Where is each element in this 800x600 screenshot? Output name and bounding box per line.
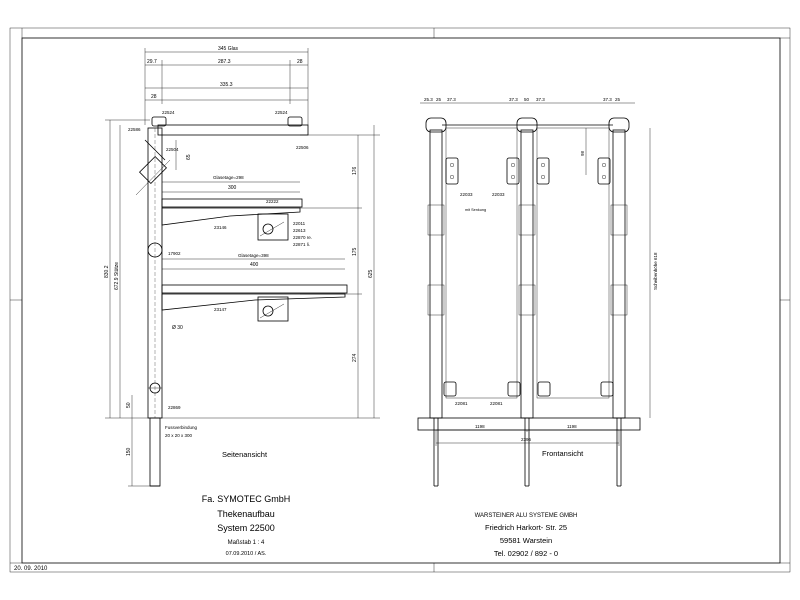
fdim-98: 98	[580, 150, 585, 156]
foot-label-2: 20 x 20 x 300	[165, 433, 193, 438]
dim-glass-width: 345 Glas	[218, 46, 239, 52]
dim-625: 625	[368, 269, 374, 278]
part-22506: 22506	[296, 145, 309, 150]
side-part-numbers: 22524 22524 22586 22506 22504 22222 2201…	[128, 110, 312, 410]
part-22869: 22869	[168, 405, 181, 410]
fdim-37-3-a: 37.3	[447, 97, 456, 102]
part-22613: 22613	[293, 228, 306, 233]
dim-29-7: 29.7	[147, 59, 157, 65]
part-23147: 23147	[214, 307, 227, 312]
side-view: 345 Glas 29.7 287.3 28 335.3 28	[104, 46, 380, 487]
part-22871: 22871 li.	[293, 242, 310, 247]
part-17902: 17902	[168, 251, 181, 256]
front-part-22081-a: 22081	[455, 401, 468, 406]
front-posts	[425, 117, 630, 487]
front-side-dim: Scheibenhöhe 618	[653, 252, 658, 290]
part-22222: 22222	[266, 199, 279, 204]
title-block-right: WARSTEINER ALU SYSTEME GMBH Friedrich Ha…	[475, 513, 578, 558]
part-22524-b: 22524	[275, 110, 288, 115]
tb-r-street: Friedrich Harkort- Str. 25	[485, 523, 567, 532]
side-diameter: Ø 30	[172, 325, 183, 331]
foot-label-1: Fussverbindung	[165, 425, 198, 430]
front-part-22033-b: 22033	[492, 192, 505, 197]
tb-company: Fa. SYMOTEC GmbH	[202, 494, 291, 504]
part-22524-a: 22524	[162, 110, 175, 115]
sheet-frame	[9, 27, 791, 573]
part-22870: 22870 re.	[293, 235, 312, 240]
front-bottom-dimensions: 1198 1198 2396	[435, 424, 620, 446]
front-top-dimensions: 25.3 25 37.3 37.3 50 37.3 37.3 25	[420, 97, 635, 104]
shelf2-label: Glasetage=398	[238, 253, 269, 258]
front-note: mit Senkung	[465, 208, 486, 212]
side-shelf-lower: Glasetage=398 400	[161, 253, 348, 322]
front-glass-panels	[442, 124, 613, 399]
side-shelf-upper: Glasetage=298 300	[161, 175, 303, 241]
part-22504: 22504	[166, 147, 179, 152]
dim-274: 274	[352, 353, 358, 362]
side-top-rail	[135, 116, 309, 196]
front-part-22033-a: 22033	[460, 192, 473, 197]
fdim-37-3-d: 37.3	[603, 97, 612, 102]
dim-150: 150	[126, 447, 132, 456]
fdim-25-b: 25	[615, 97, 621, 102]
fdim-25-3: 25.3	[424, 97, 433, 102]
tb-r-city: 59581 Warstein	[500, 536, 552, 545]
tb-r-phone: Tel. 02902 / 892 - 0	[494, 549, 558, 558]
title-block-left: Fa. SYMOTEC GmbH Thekenaufbau System 225…	[202, 494, 291, 557]
fdim-1198-a: 1198	[475, 424, 485, 429]
fdim-37-3-c: 37.3	[536, 97, 545, 102]
fdim-1198-b: 1198	[567, 424, 577, 429]
front-part-22081-b: 22081	[490, 401, 503, 406]
dim-50: 50	[126, 402, 132, 408]
side-post	[147, 127, 163, 487]
side-vertical-dims-right: 176 175 274 625	[160, 125, 380, 419]
tb-scale: Maßstab 1 : 4	[228, 540, 265, 546]
dim-175: 175	[352, 247, 358, 256]
fdim-25-a: 25	[436, 97, 442, 102]
dim-287-3: 287.3	[218, 59, 231, 65]
dim-672: 672.9 Stütze	[114, 262, 120, 290]
front-view-title: Frontansicht	[542, 449, 584, 458]
shelf1-width: 300	[228, 185, 237, 191]
part-22011: 22011	[293, 221, 306, 226]
fdim-50: 50	[524, 97, 530, 102]
fdim-2396: 2396	[521, 437, 532, 442]
tb-date: 07.09.2010 / AS.	[226, 551, 267, 557]
tb-project: Thekenaufbau	[217, 509, 275, 519]
tb-system: System 22500	[217, 523, 275, 533]
dim-28-b: 28	[151, 94, 157, 100]
dim-176: 176	[352, 166, 358, 175]
side-top-dimensions: 345 Glas 29.7 287.3 28 335.3 28	[144, 46, 309, 125]
fdim-37-3-b: 37.3	[509, 97, 518, 102]
front-view: 25.3 25 37.3 37.3 50 37.3 37.3 25	[417, 97, 658, 487]
side-vertical-dims-left: 830.2 672.9 Stütze 50 150	[104, 119, 150, 487]
part-22586: 22586	[128, 127, 141, 132]
dim-28-a: 28	[297, 59, 303, 65]
dim-830: 830.2	[104, 265, 110, 278]
dim-335-3: 335.3	[220, 82, 233, 88]
tb-r-company: WARSTEINER ALU SYSTEME GMBH	[475, 513, 578, 519]
shelf1-label: Glasetage=298	[213, 175, 244, 180]
part-23146: 23146	[214, 225, 227, 230]
side-view-title: Seitenansicht	[222, 450, 268, 459]
front-brackets	[427, 157, 628, 397]
shelf2-width: 400	[250, 262, 259, 268]
date-stamp: 20. 09. 2010	[14, 566, 48, 572]
dim-65: 65	[186, 154, 192, 160]
